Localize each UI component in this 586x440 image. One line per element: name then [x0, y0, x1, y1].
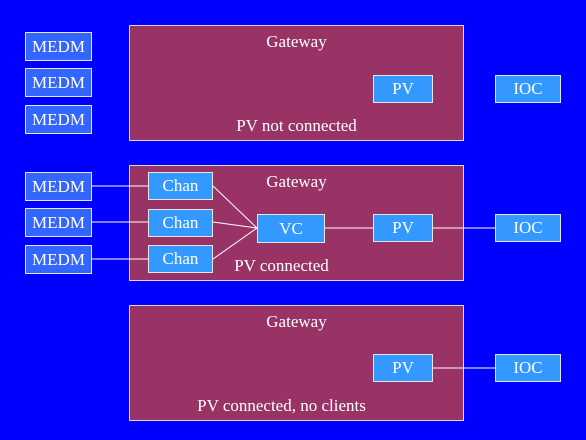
gateway-title: Gateway — [266, 312, 327, 331]
gateway-status: PV connected — [234, 256, 329, 275]
chan-box: Chan — [148, 172, 213, 200]
medm-client-box: MEDM — [25, 208, 92, 237]
vc-box: VC — [257, 214, 325, 243]
link-chan-vc-3 — [212, 227, 258, 260]
link-chan-vc-2 — [212, 221, 258, 229]
ioc-box: IOC — [495, 354, 561, 382]
gateway-title: Gateway — [266, 172, 327, 191]
medm-client-box: MEDM — [25, 68, 92, 97]
gateway-status: PV connected, no clients — [197, 396, 366, 415]
medm-client-box: MEDM — [25, 245, 92, 274]
gateway-title: Gateway — [266, 32, 327, 51]
pv-box: PV — [373, 214, 433, 242]
ioc-box: IOC — [495, 214, 561, 242]
ioc-box: IOC — [495, 75, 561, 103]
medm-client-box: MEDM — [25, 105, 92, 134]
medm-client-box: MEDM — [25, 172, 92, 201]
gateway-status: PV not connected — [236, 116, 357, 135]
chan-box: Chan — [148, 245, 213, 273]
medm-client-box: MEDM — [25, 32, 92, 61]
chan-box: Chan — [148, 209, 213, 237]
link-chan-vc-1 — [212, 185, 258, 229]
pv-box: PV — [373, 354, 433, 382]
pv-box: PV — [373, 75, 433, 103]
